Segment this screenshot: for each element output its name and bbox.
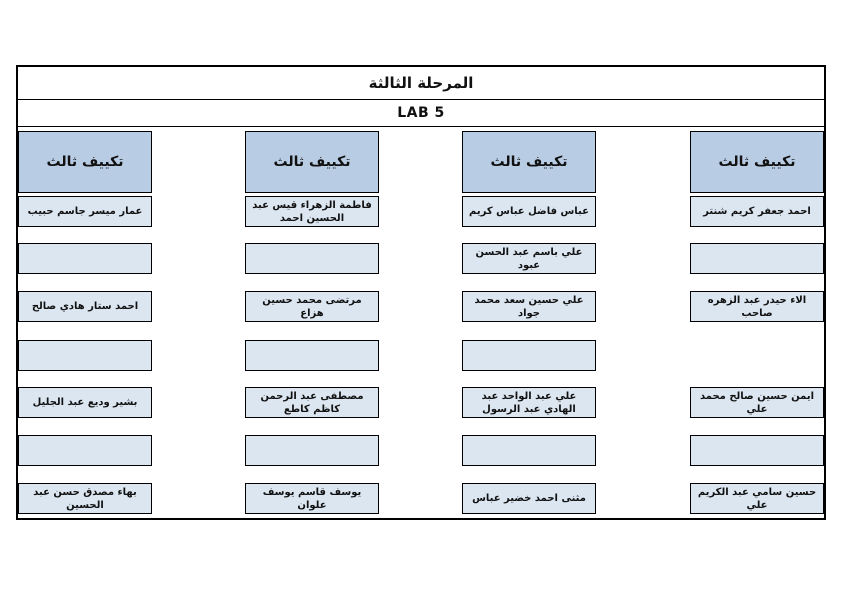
group-header: تكييف ثالث	[462, 131, 596, 193]
student-name-cell: مصطفى عبد الرحمن كاظم كاطع	[245, 387, 379, 418]
empty-cell	[245, 435, 379, 466]
lab-subtitle: LAB 5	[18, 100, 824, 127]
empty-cell	[18, 340, 152, 371]
student-name-cell: عباس فاضل عباس كريم	[462, 196, 596, 227]
student-name-cell: الاء حيدر عبد الزهره صاحب	[690, 291, 824, 322]
empty-cell	[18, 435, 152, 466]
student-name-cell: حسين سامي عبد الكريم علي	[690, 483, 824, 514]
student-name-cell: بشير وديع عبد الجليل	[18, 387, 152, 418]
empty-cell	[245, 243, 379, 274]
empty-cell	[245, 340, 379, 371]
empty-cell	[690, 243, 824, 274]
page-title: المرحلة الثالثة	[18, 67, 824, 100]
student-name-cell: ايمن حسين صالح محمد علي	[690, 387, 824, 418]
empty-cell	[690, 435, 824, 466]
student-name-cell: مثنى احمد خضير عباس	[462, 483, 596, 514]
group-header: تكييف ثالث	[18, 131, 152, 193]
student-name-cell: بهاء مصدق حسن عبد الحسين	[18, 483, 152, 514]
student-name-cell: علي حسين سعد محمد جواد	[462, 291, 596, 322]
empty-cell	[462, 435, 596, 466]
student-name-cell: احمد جعفر كريم شنتر	[690, 196, 824, 227]
student-name-cell: مرتضى محمد حسين هزاع	[245, 291, 379, 322]
group-header: تكييف ثالث	[245, 131, 379, 193]
group-header: تكييف ثالث	[690, 131, 824, 193]
empty-cell	[462, 340, 596, 371]
student-name-cell: يوسف قاسم يوسف علوان	[245, 483, 379, 514]
student-name-cell: عمار ميسر جاسم حبيب	[18, 196, 152, 227]
student-name-cell: احمد ستار هادي صالح	[18, 291, 152, 322]
student-name-cell: فاطمة الزهراء قيس عبد الحسين احمد	[245, 196, 379, 227]
empty-cell	[18, 243, 152, 274]
student-name-cell: علي باسم عبد الحسن عبود	[462, 243, 596, 274]
student-name-cell: علي عبد الواحد عبد الهادي عبد الرسول	[462, 387, 596, 418]
